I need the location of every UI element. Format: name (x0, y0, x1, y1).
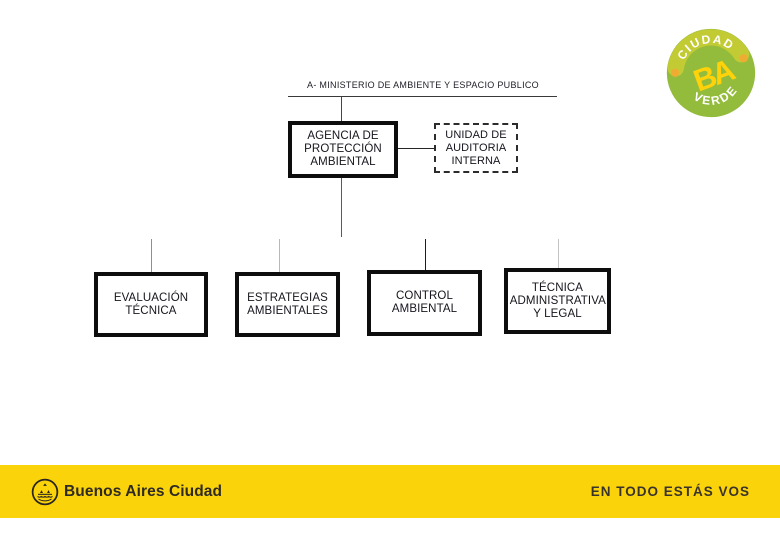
org-box-label: TÉCNICA ADMINISTRATIVA Y LEGAL (509, 281, 606, 320)
org-box-label: UNIDAD DE AUDITORIA INTERNA (445, 128, 507, 167)
ciudad-verde-badge-icon: CIUDAD VERDE BA (663, 25, 759, 121)
org-box-control-ambiental: CONTROL AMBIENTAL (367, 270, 482, 336)
ciudad-verde-badge-svg: CIUDAD VERDE BA (666, 26, 756, 118)
connector-child-4 (558, 239, 559, 268)
org-box-label: CONTROL AMBIENTAL (391, 290, 458, 315)
badge-dot-left (671, 68, 680, 77)
org-box-tecnica-administrativa-legal: TÉCNICA ADMINISTRATIVA Y LEGAL (504, 268, 611, 334)
org-box-estrategias-ambientales: ESTRATEGIAS AMBIENTALES (235, 272, 340, 337)
connector-root-drop (341, 178, 342, 237)
org-box-label: AGENCIA DE PROTECCIÓN AMBIENTAL (304, 130, 382, 168)
connector-child-3 (425, 239, 426, 270)
org-box-unidad-auditoria-interna: UNIDAD DE AUDITORIA INTERNA (434, 123, 518, 173)
connector-child-2 (279, 239, 280, 272)
buenos-aires-seal-icon (31, 478, 59, 506)
org-box-evaluacion-tecnica: EVALUACIÓN TÉCNICA (94, 272, 208, 337)
brand-wordmark: Buenos Aires Ciudad (64, 482, 223, 500)
badge-light-band (667, 29, 750, 77)
org-box-label: ESTRATEGIAS AMBIENTALES (247, 291, 328, 317)
footer-bar (0, 465, 780, 518)
connector-child-1 (151, 239, 152, 272)
org-box-label: EVALUACIÓN TÉCNICA (113, 291, 189, 317)
org-box-agencia-proteccion-ambiental: AGENCIA DE PROTECCIÓN AMBIENTAL (288, 121, 398, 178)
connector-ministry-root (341, 97, 342, 121)
badge-dot-right (739, 54, 748, 63)
ministry-label: A- MINISTERIO DE AMBIENTE Y ESPACIO PUBL… (307, 80, 539, 90)
footer-slogan: EN TODO ESTÁS VOS (590, 484, 750, 499)
ministry-underline (288, 96, 557, 97)
connector-root-staff (398, 148, 434, 149)
